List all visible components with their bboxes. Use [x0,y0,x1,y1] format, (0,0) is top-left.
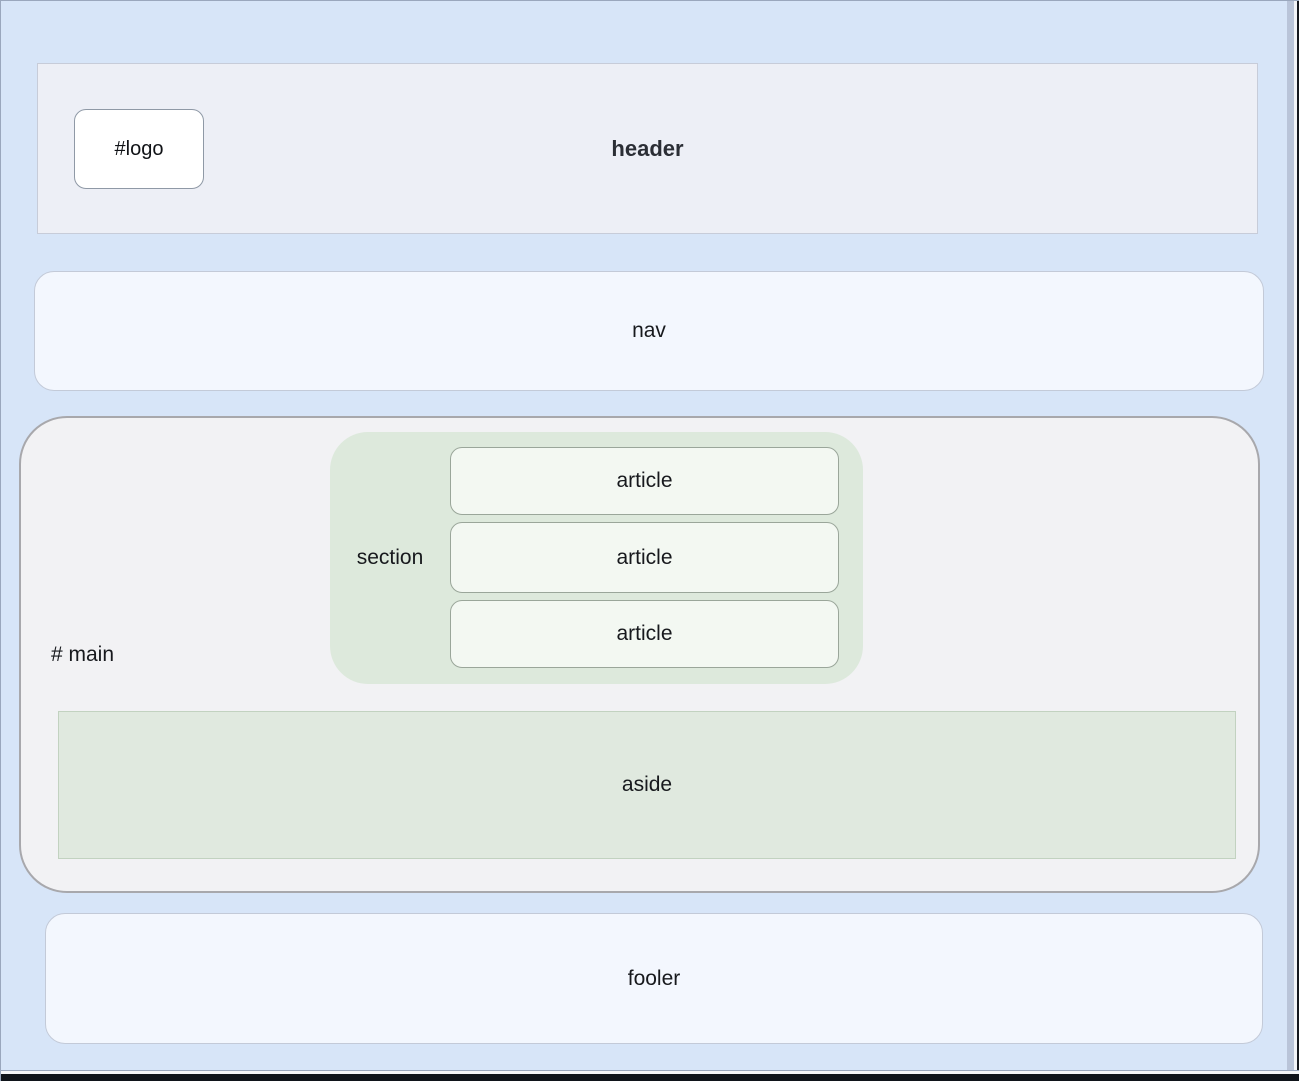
section: section article article article [330,432,863,684]
window-bottom-edge [1,1074,1299,1081]
window-right-edge [1297,1,1299,1081]
article-label: article [616,469,673,492]
section-label: section [356,546,424,569]
main: # main section article article article a… [19,416,1260,893]
header-label: header [611,135,684,161]
article-label: article [616,545,673,569]
articles-column: article article article [450,432,839,684]
aside-label: aside [621,773,673,796]
header: #logo header [37,63,1258,234]
window-right-gap [1294,1,1297,1075]
main-label: # main [51,643,115,666]
logo-label: #logo [114,137,164,160]
page-bottom-border [1,1070,1299,1071]
article-box: article [450,447,839,515]
nav: nav [34,271,1264,391]
window-right-border [1287,1,1294,1075]
window-bottom-gap [1,1071,1299,1074]
article-label: article [616,622,673,645]
nav-label: nav [632,319,666,342]
aside: aside [58,711,1236,859]
article-box: article [450,600,839,668]
footer: fooler [45,913,1263,1044]
article-box: article [450,522,839,593]
footer-label: fooler [627,966,681,990]
logo-box: #logo [74,109,204,189]
